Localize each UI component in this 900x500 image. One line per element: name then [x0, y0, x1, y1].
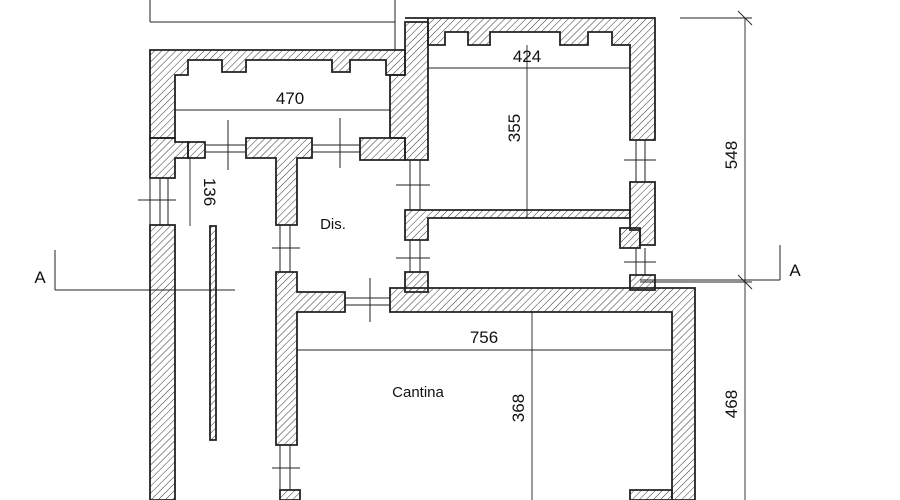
section-mark-right: A [789, 261, 801, 280]
room-label-cantina: Cantina [392, 384, 444, 401]
dimension-lines [175, 10, 753, 500]
dim-corridor-depth: 136 [200, 178, 219, 206]
openings [138, 118, 656, 490]
room-label-disimpegno: Dis. [320, 216, 346, 233]
walls-cantina [275, 271, 696, 500]
dim-top-right-depth: 355 [505, 114, 524, 142]
dim-overall-top-height: 548 [722, 141, 741, 169]
dim-cantina-depth: 368 [509, 394, 528, 422]
dim-top-left-width: 470 [276, 89, 304, 108]
dim-top-right-width: 424 [513, 47, 541, 66]
dim-overall-bottom-height: 468 [722, 390, 741, 418]
walls-upper-left [149, 21, 429, 226]
section-mark-left: A [34, 268, 46, 287]
section-line-a-a [54, 245, 781, 291]
dim-cantina-width: 756 [470, 328, 498, 347]
adjacent-building-lines [149, 0, 396, 50]
walls-left-corridor [149, 224, 217, 500]
walls-upper-right [404, 17, 656, 293]
